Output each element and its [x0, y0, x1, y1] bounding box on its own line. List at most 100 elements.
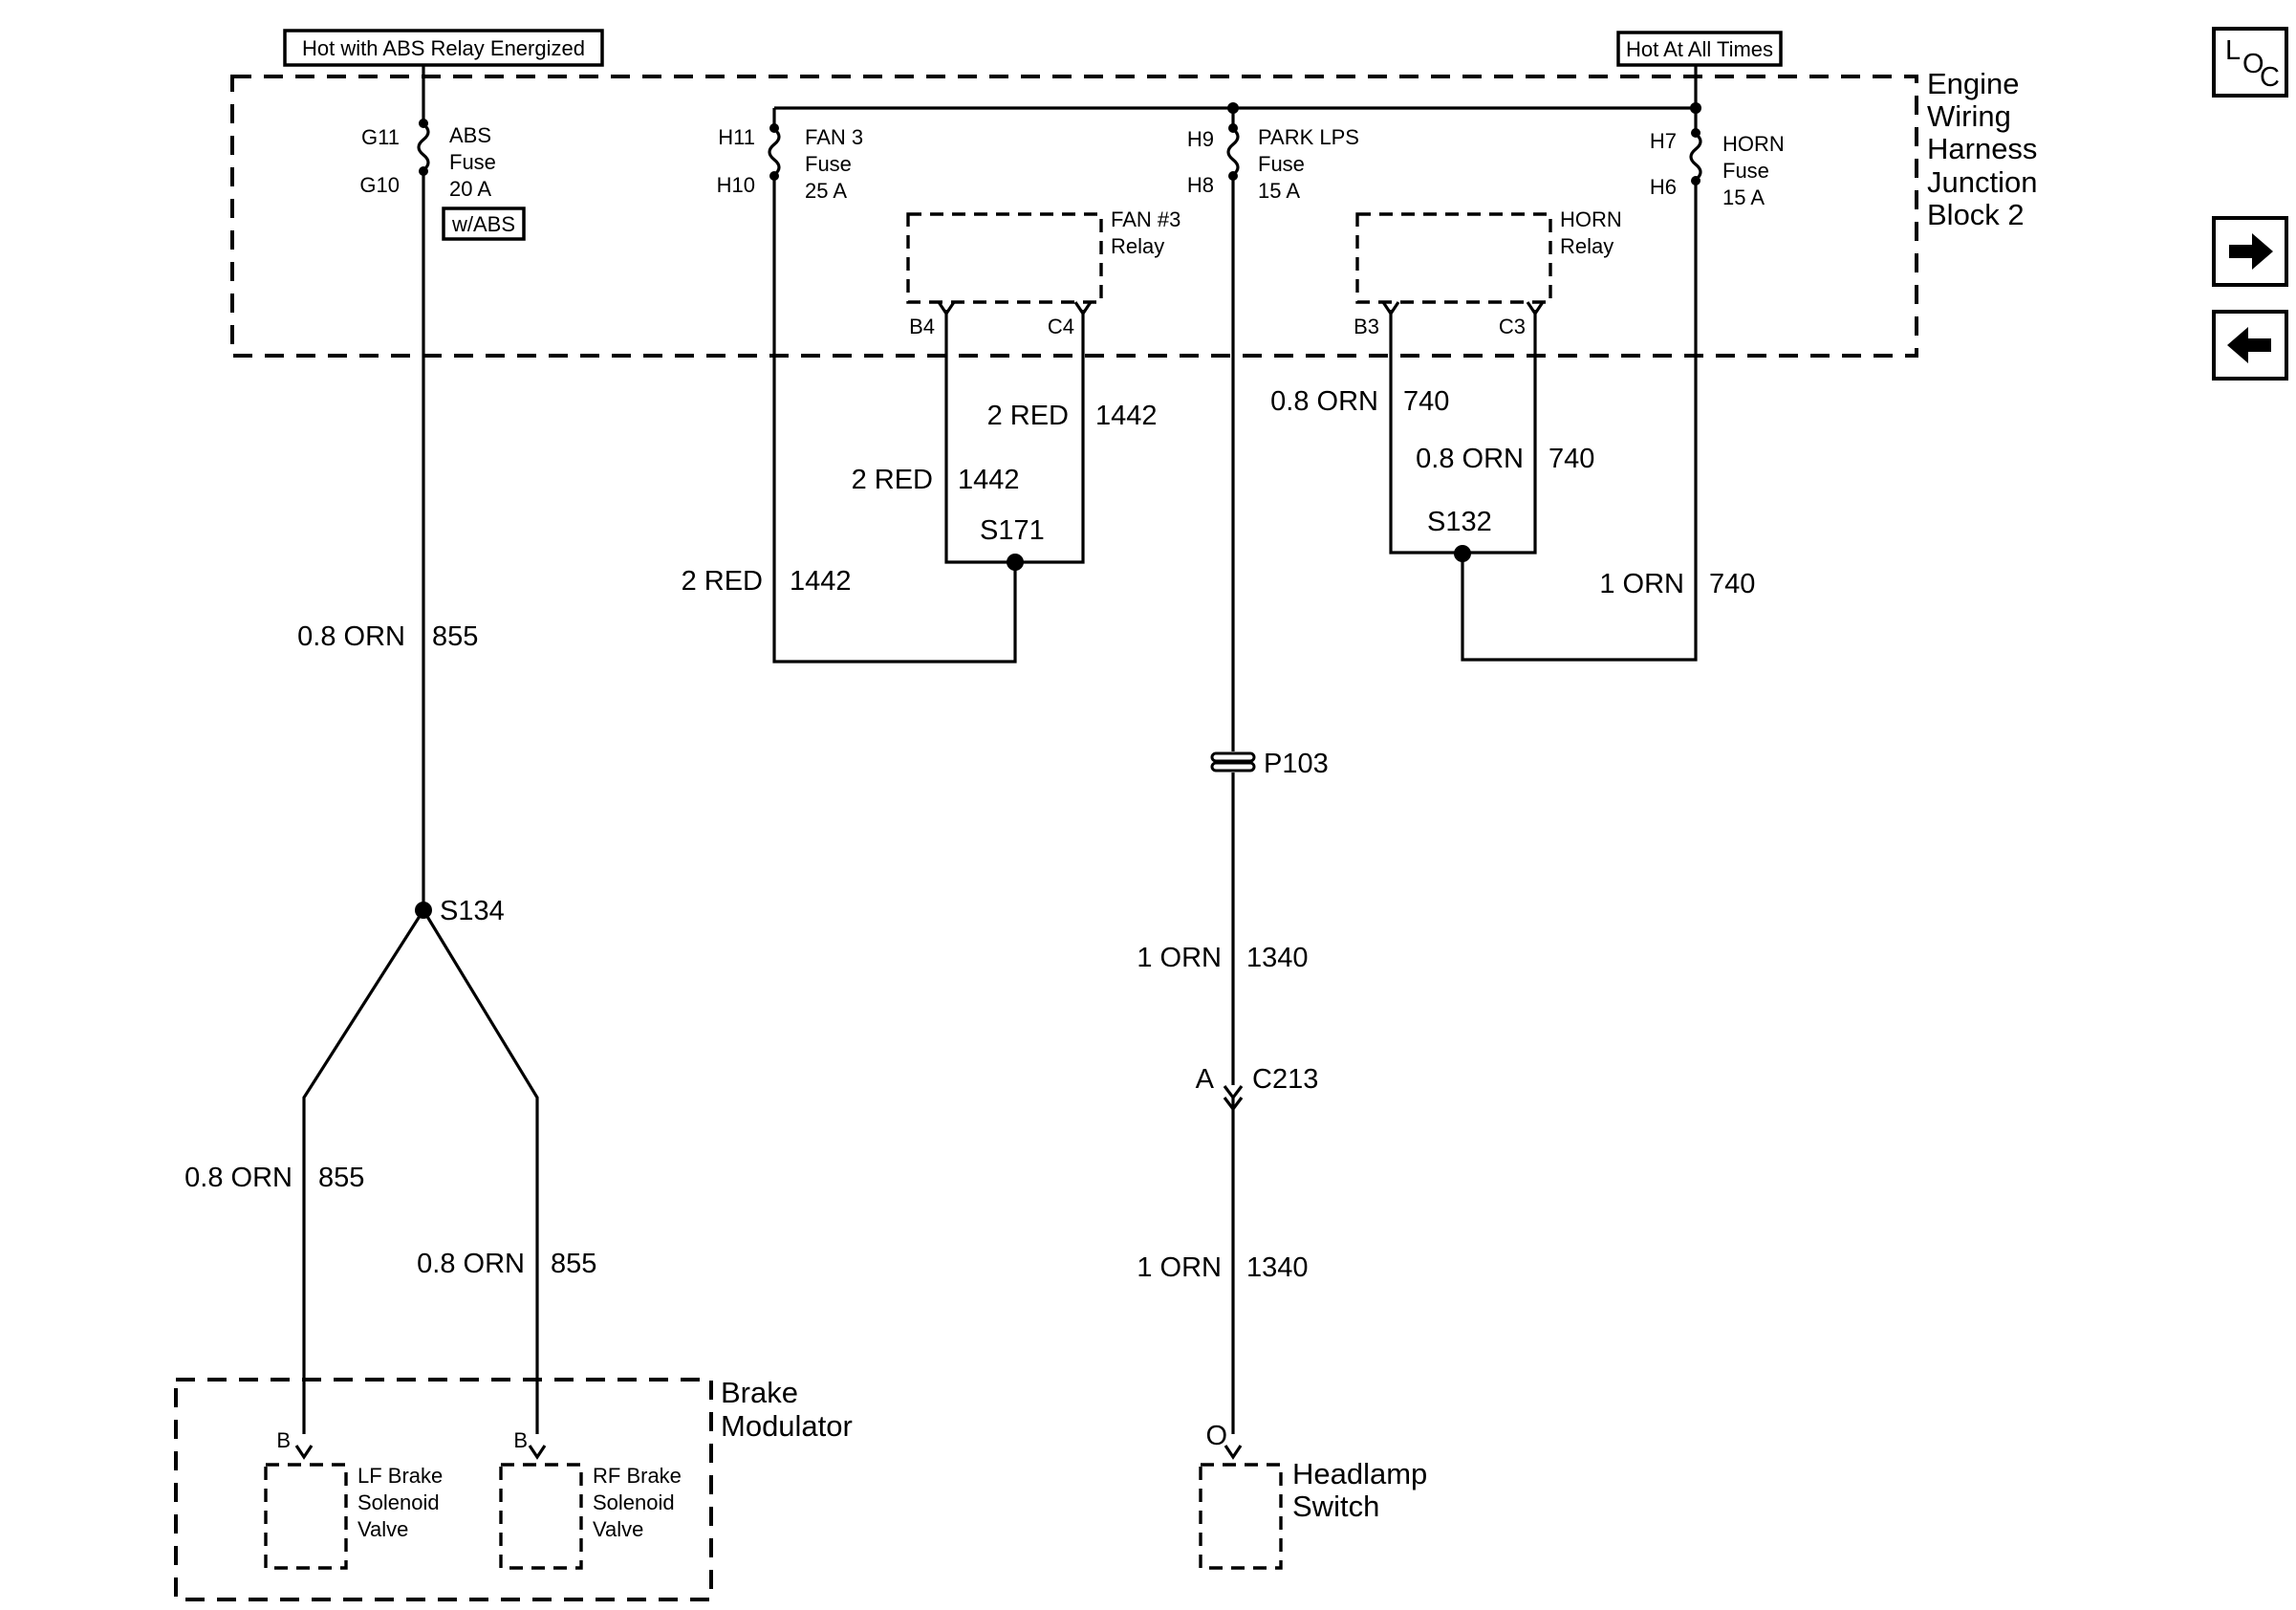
- svg-text:A: A: [1196, 1064, 1215, 1095]
- svg-text:Junction: Junction: [1927, 165, 2037, 199]
- previous-page-button[interactable]: [2212, 310, 2288, 381]
- svg-text:2 RED: 2 RED: [682, 566, 763, 597]
- svg-text:LF Brake: LF Brake: [357, 1464, 443, 1488]
- abs-relay-power-label: Hot with ABS Relay Energized: [283, 29, 604, 67]
- junction-block-title: Engine Wiring Harness Junction Block 2: [1927, 67, 2037, 231]
- svg-text:Harness: Harness: [1927, 132, 2037, 165]
- svg-text:1442: 1442: [1095, 401, 1158, 431]
- wire-label-855-main: 0.8 ORN 855: [297, 621, 478, 652]
- location-icon: L O C: [2225, 35, 2280, 93]
- svg-text:0.8 ORN: 0.8 ORN: [1416, 444, 1524, 474]
- svg-text:1442: 1442: [958, 465, 1020, 495]
- svg-text:RF Brake: RF Brake: [593, 1464, 682, 1488]
- svg-text:S132: S132: [1427, 507, 1492, 537]
- svg-text:w/ABS: w/ABS: [451, 212, 515, 236]
- fan3-relay: FAN #3 Relay B4 C4: [906, 207, 1180, 338]
- svg-text:0.8 ORN: 0.8 ORN: [297, 621, 405, 652]
- svg-text:P103: P103: [1264, 749, 1329, 779]
- svg-text:Solenoid: Solenoid: [357, 1490, 440, 1514]
- svg-text:Hot with ABS Relay Energized: Hot with ABS Relay Energized: [302, 36, 585, 60]
- svg-text:1340: 1340: [1246, 943, 1309, 973]
- svg-text:Relay: Relay: [1111, 234, 1164, 258]
- svg-text:855: 855: [551, 1249, 596, 1279]
- lf-brake-solenoid-valve: B LF Brake Solenoid Valve: [264, 1428, 443, 1570]
- svg-text:0.8 ORN: 0.8 ORN: [417, 1249, 525, 1279]
- svg-text:FAN 3: FAN 3: [805, 125, 863, 149]
- svg-text:FAN #3: FAN #3: [1111, 207, 1180, 231]
- svg-text:1 ORN: 1 ORN: [1137, 1252, 1222, 1283]
- svg-text:Fuse: Fuse: [805, 152, 852, 176]
- rf-brake-solenoid-valve: B RF Brake Solenoid Valve: [499, 1428, 682, 1570]
- svg-text:S171: S171: [980, 515, 1045, 546]
- svg-text:15 A: 15 A: [1722, 185, 1765, 209]
- arrow-right-icon: [2229, 233, 2273, 270]
- splice-s171: S171: [980, 515, 1045, 571]
- svg-text:Hot At All Times: Hot At All Times: [1626, 37, 1773, 61]
- fuse-pin-dots: [419, 102, 1701, 185]
- svg-text:Valve: Valve: [357, 1517, 408, 1541]
- svg-text:Fuse: Fuse: [1258, 152, 1305, 176]
- horn-fuse: H7 H6 HORN Fuse 15 A: [1650, 129, 1785, 209]
- svg-text:G11: G11: [361, 125, 400, 149]
- wire-label-855-rf: 0.8 ORN 855: [417, 1249, 596, 1279]
- svg-text:740: 740: [1403, 386, 1449, 417]
- svg-text:15 A: 15 A: [1258, 179, 1300, 203]
- brake-modulator: Brake Modulator: [174, 1376, 853, 1601]
- fan3-fuse: H11 H10 FAN 3 Fuse 25 A: [717, 125, 864, 203]
- svg-text:G10: G10: [359, 173, 400, 197]
- svg-text:H7: H7: [1650, 129, 1677, 153]
- svg-text:0.8 ORN: 0.8 ORN: [184, 1163, 292, 1193]
- svg-text:C4: C4: [1048, 315, 1074, 338]
- splice-s132: S132: [1427, 507, 1492, 562]
- svg-text:PARK LPS: PARK LPS: [1258, 125, 1359, 149]
- svg-text:H9: H9: [1187, 127, 1214, 151]
- location-button[interactable]: L O C: [2212, 27, 2288, 98]
- svg-text:Relay: Relay: [1560, 234, 1614, 258]
- svg-text:ABS: ABS: [449, 123, 491, 147]
- park-lps-fuse: H9 H8 PARK LPS Fuse 15 A: [1187, 125, 1359, 203]
- wire-label-855-lf: 0.8 ORN 855: [184, 1163, 364, 1193]
- svg-text:H11: H11: [718, 125, 755, 149]
- svg-text:Modulator: Modulator: [721, 1409, 853, 1443]
- svg-text:B3: B3: [1354, 315, 1379, 338]
- svg-text:0.8 ORN: 0.8 ORN: [1270, 386, 1378, 417]
- svg-text:1442: 1442: [790, 566, 852, 597]
- svg-text:Switch: Switch: [1292, 1490, 1379, 1523]
- svg-text:Valve: Valve: [593, 1517, 643, 1541]
- svg-text:H8: H8: [1187, 173, 1214, 197]
- arrow-left-icon: [2227, 327, 2271, 363]
- svg-text:H10: H10: [717, 173, 755, 197]
- wire-label-1442-fuse: 2 RED 1442: [682, 566, 852, 597]
- svg-text:O: O: [1205, 1421, 1227, 1451]
- svg-text:740: 740: [1709, 569, 1755, 599]
- svg-text:2 RED: 2 RED: [852, 465, 933, 495]
- splice-s134: S134: [415, 896, 505, 926]
- svg-text:Fuse: Fuse: [449, 150, 496, 174]
- wire-label-1442-b4: 2 RED 1442: [852, 465, 1020, 495]
- wires: [302, 65, 1702, 1434]
- svg-text:B4: B4: [909, 315, 935, 338]
- wire-label-740-c3: 0.8 ORN 740: [1416, 444, 1594, 474]
- hot-at-all-times-label: Hot At All Times: [1616, 31, 1783, 67]
- connector-c213: A C213: [1196, 1064, 1318, 1112]
- svg-text:1340: 1340: [1246, 1252, 1309, 1283]
- svg-text:1 ORN: 1 ORN: [1599, 569, 1684, 599]
- headlamp-switch: O Headlamp Switch: [1199, 1421, 1427, 1570]
- junction-block-border: [230, 75, 1918, 358]
- svg-text:Block 2: Block 2: [1927, 198, 2025, 231]
- wire-label-1340-upper: 1 ORN 1340: [1137, 943, 1308, 973]
- svg-text:Wiring: Wiring: [1927, 99, 2011, 133]
- connector-p103: P103: [1210, 749, 1329, 779]
- next-page-button[interactable]: [2212, 216, 2288, 287]
- svg-text:2 RED: 2 RED: [987, 401, 1069, 431]
- svg-text:Headlamp: Headlamp: [1292, 1457, 1427, 1490]
- svg-text:HORN: HORN: [1722, 132, 1785, 156]
- svg-text:B: B: [513, 1428, 528, 1452]
- svg-text:Brake: Brake: [721, 1376, 798, 1409]
- svg-text:25 A: 25 A: [805, 179, 847, 203]
- svg-text:1 ORN: 1 ORN: [1137, 943, 1222, 973]
- svg-text:Fuse: Fuse: [1722, 159, 1769, 183]
- svg-text:C3: C3: [1499, 315, 1526, 338]
- horn-relay: HORN Relay B3 C3: [1354, 207, 1622, 338]
